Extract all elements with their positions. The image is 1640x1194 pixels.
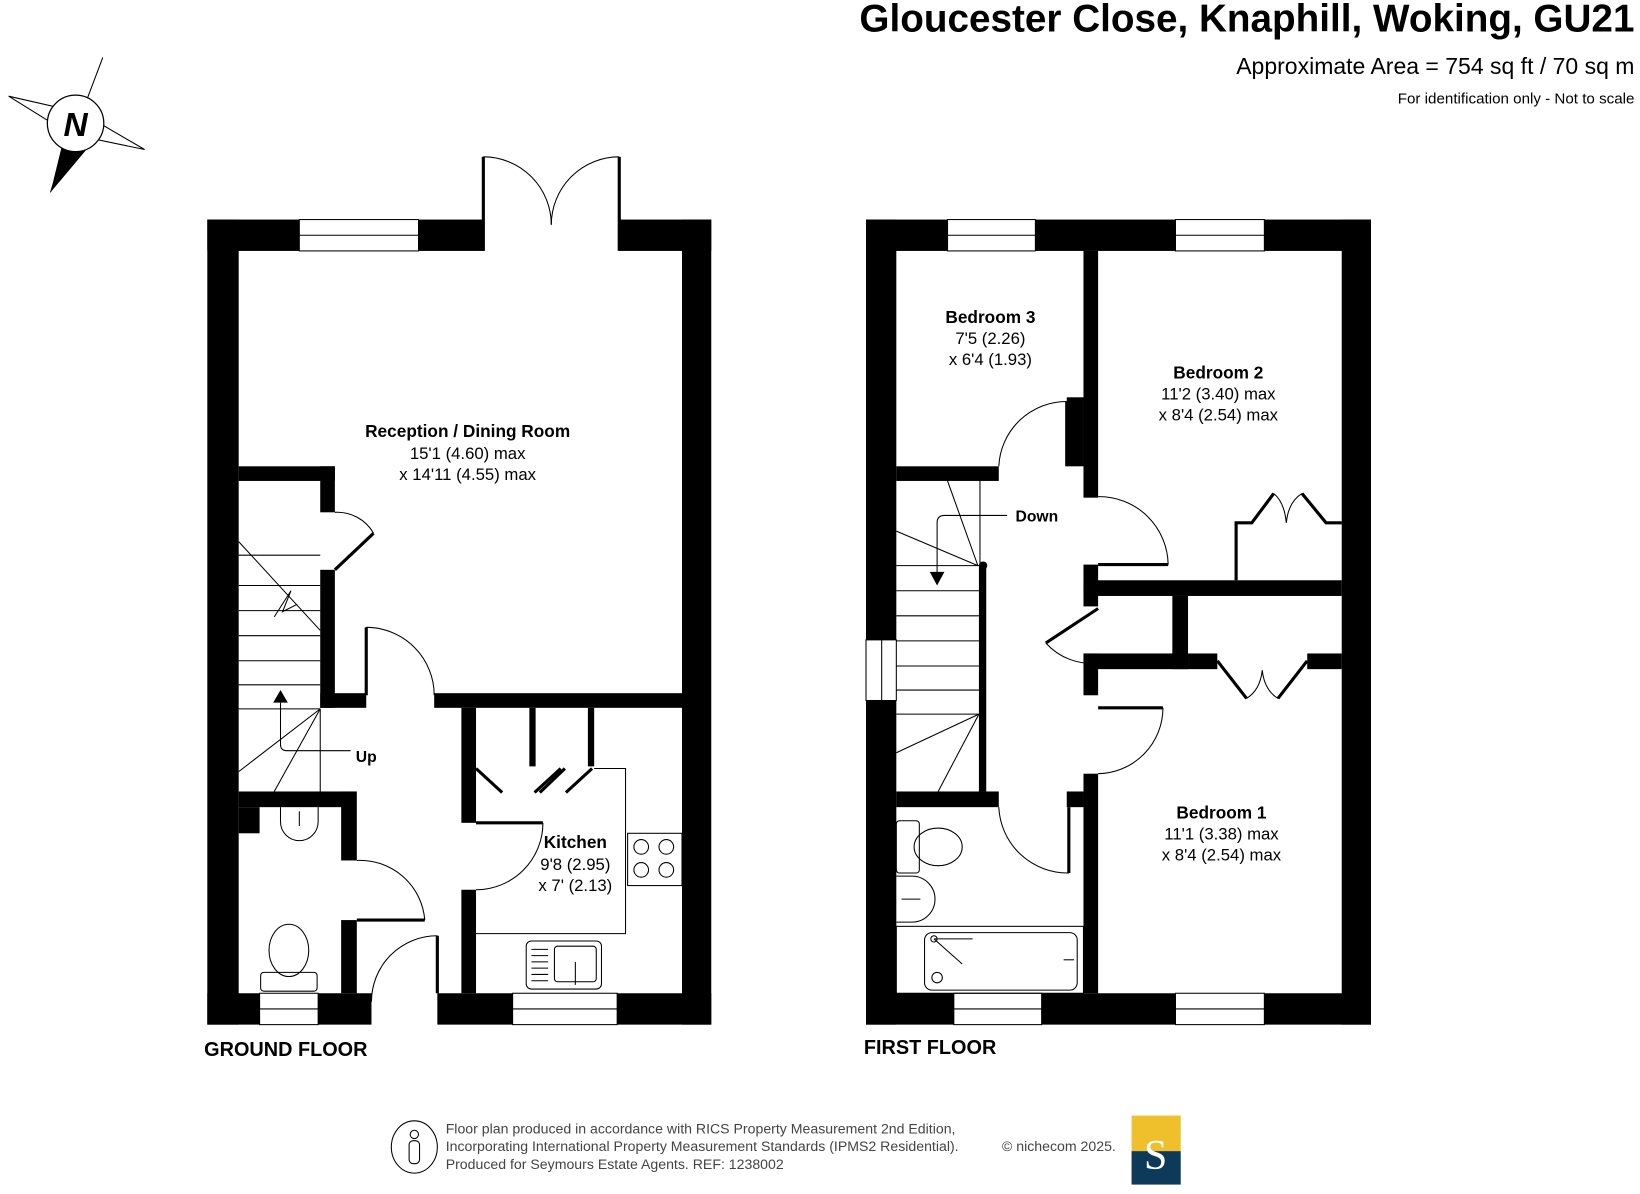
reception-door xyxy=(364,626,435,696)
north-compass-icon: N xyxy=(8,57,145,193)
room-name: Kitchen xyxy=(544,832,607,852)
room-dimension: x 8'4 (2.54) max xyxy=(1162,845,1282,864)
toilet-icon xyxy=(260,923,318,992)
room-dimension: x 7' (2.13) xyxy=(538,876,612,895)
bathroom-door xyxy=(998,807,1071,874)
property-title: Gloucester Close, Knaphill, Woking, GU21 xyxy=(859,0,1634,40)
seymours-logo: S xyxy=(1131,1115,1181,1185)
room-name: Bedroom 1 xyxy=(1176,803,1267,823)
person-icon xyxy=(390,1120,438,1174)
front-door xyxy=(370,935,439,1002)
sink-icon xyxy=(525,940,603,990)
approximate-area: Approximate Area = 754 sq ft / 70 sq m xyxy=(1236,53,1634,79)
window xyxy=(947,219,1036,252)
kitchen-counter xyxy=(476,767,627,935)
staircase: Down xyxy=(896,480,1059,792)
bath-area xyxy=(895,925,1084,994)
airing-cupboard-door xyxy=(1044,607,1099,664)
room-dimension: x 8'4 (2.54) max xyxy=(1159,405,1279,424)
hob-icon xyxy=(627,832,683,887)
stairs-up-label: Up xyxy=(356,749,377,766)
window xyxy=(298,219,420,252)
staircase: Up xyxy=(238,541,377,792)
footer-line: Incorporating International Property Mea… xyxy=(446,1138,959,1154)
window xyxy=(1174,992,1265,1026)
first-floor-plan: Down Bedroom 3 7'5 (2.26) x 6'4 (1.93) B… xyxy=(864,219,1371,1059)
room-dimension: x 6'4 (1.93) xyxy=(949,350,1032,369)
ground-floor-plan: Up Reception / Dining Room 15'1 (4.60) m… xyxy=(204,156,712,1061)
room-dimension: 11'1 (3.38) max xyxy=(1164,825,1279,844)
first-floor-label: FIRST FLOOR xyxy=(864,1037,996,1059)
wc-door xyxy=(356,859,426,922)
room-dimension: 9'8 (2.95) xyxy=(540,855,610,874)
room-name: Bedroom 2 xyxy=(1173,362,1263,382)
toilet-icon xyxy=(895,820,963,874)
cupboard-doors xyxy=(474,767,594,794)
wc-basin-icon xyxy=(279,807,319,842)
room-dimension: 11'2 (3.40) max xyxy=(1161,384,1276,403)
basin-icon xyxy=(896,875,936,923)
room-name: Bedroom 3 xyxy=(945,307,1035,327)
ground-floor-label: GROUND FLOOR xyxy=(204,1039,367,1061)
french-doors xyxy=(481,156,621,251)
logo-letter: S xyxy=(1144,1133,1167,1179)
window xyxy=(865,639,897,702)
bedroom-2-door xyxy=(1098,496,1169,567)
room-name: Reception / Dining Room xyxy=(365,421,570,441)
window xyxy=(259,992,319,1026)
room-dimension: x 14'11 (4.55) max xyxy=(399,465,536,484)
cupboard-door xyxy=(333,511,375,571)
bedroom-3-door xyxy=(998,400,1069,467)
bedroom-1-door xyxy=(1098,706,1164,775)
stairs-down-label: Down xyxy=(1016,509,1059,526)
footer: Floor plan produced in accordance with R… xyxy=(390,1115,1181,1185)
room-dimension: 7'5 (2.26) xyxy=(955,329,1025,348)
compass-n-label: N xyxy=(64,107,89,144)
bedroom-1-wardrobe xyxy=(1216,659,1309,700)
scale-note: For identification only - Not to scale xyxy=(1398,91,1635,108)
bath-icon xyxy=(924,932,1078,991)
window xyxy=(512,992,618,1026)
window xyxy=(1174,219,1265,252)
kitchen-door xyxy=(476,821,544,891)
footer-line: Produced for Seymours Estate Agents. REF… xyxy=(446,1156,784,1172)
room-dimension: 15'1 (4.60) max xyxy=(410,444,526,463)
copyright: © nichecom 2025. xyxy=(1002,1138,1116,1154)
window xyxy=(953,992,1043,1026)
bedroom-2-wardrobe xyxy=(1234,492,1342,581)
footer-line: Floor plan produced in accordance with R… xyxy=(446,1120,956,1136)
